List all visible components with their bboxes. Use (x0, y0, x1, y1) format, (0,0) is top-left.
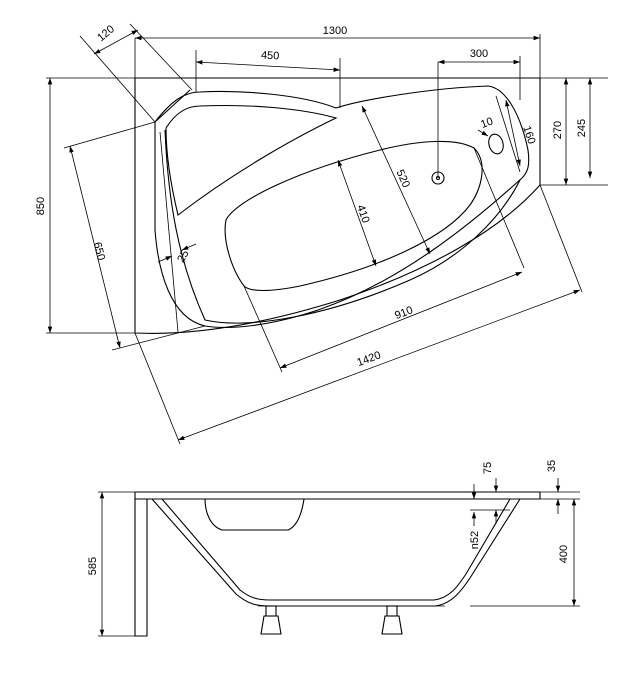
tub-basin-inner (224, 140, 483, 292)
dim-label-850: 850 (35, 197, 47, 215)
dim-label-270: 270 (552, 121, 564, 139)
dim-label-910: 910 (393, 304, 414, 322)
dim-line-1420 (177, 289, 581, 441)
top-view: 1300 120 450 300 850 650 25 410 520 (35, 23, 608, 445)
dim-label-35: 35 (546, 460, 558, 472)
dim-label-585: 585 (87, 557, 99, 575)
dim-label-520: 520 (394, 168, 412, 190)
dim-label-160: 160 (520, 124, 537, 145)
dim-label-1420: 1420 (355, 349, 382, 369)
dim-label-650: 650 (91, 241, 107, 262)
leg-left (260, 605, 282, 635)
dim-label-120: 120 (95, 23, 117, 44)
dim-label-75: 75 (482, 462, 494, 474)
dim-label-1300: 1300 (323, 25, 347, 37)
tub-outer-rim (134, 77, 541, 334)
dim-label-450: 450 (261, 50, 280, 63)
tub-seat-profile (204, 498, 305, 531)
front-apron (134, 492, 148, 637)
dim-line-450 (195, 60, 341, 72)
dim-label-410: 410 (354, 203, 371, 224)
dim-line-120 (93, 29, 139, 55)
dim-label-245: 245 (576, 119, 588, 137)
side-view: 585 75 n52 35 400 (87, 460, 580, 637)
dim-line-650 (69, 145, 121, 349)
tub-seat (165, 104, 338, 216)
overflow-ellipse (488, 133, 504, 155)
dim-label-25: 25 (175, 248, 192, 265)
tub-shell-inner (161, 498, 511, 601)
leg-right (381, 605, 403, 635)
dim-line-520 (361, 105, 431, 255)
dim-label-10: 10 (479, 115, 495, 130)
dim-label-300: 300 (470, 48, 488, 60)
dim-label-400: 400 (558, 545, 570, 563)
dim-label-n52: n52 (469, 531, 481, 549)
